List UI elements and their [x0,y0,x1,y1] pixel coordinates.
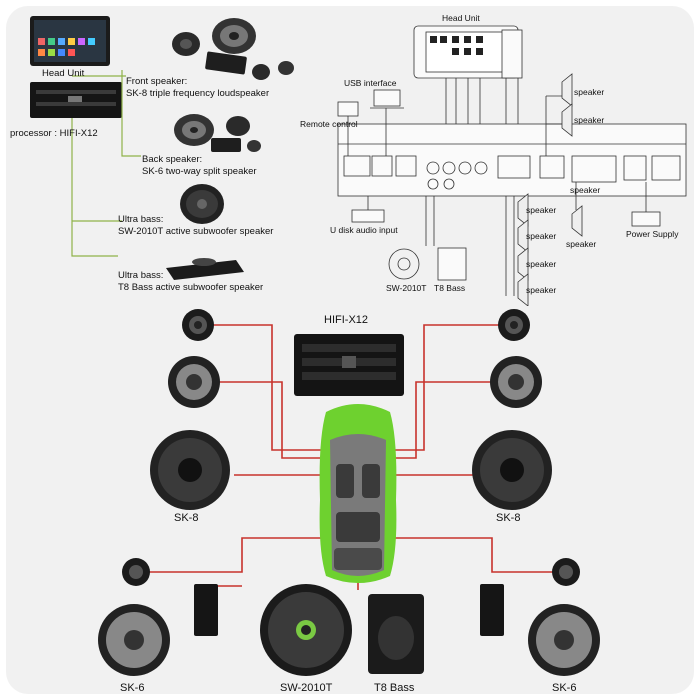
remote-control-label: Remote control [300,119,358,129]
left-rear-tweeter [122,558,150,586]
ultra-bass-2-title: Ultra bass: [118,270,164,281]
right-sk8-woofer [472,430,552,510]
connector-lines [71,70,141,257]
back-speaker-title: Back speaker: [142,154,203,165]
sk8-left-label: SK-8 [174,512,199,524]
t8bass-image [166,258,244,280]
right-crossover [480,584,504,636]
processor-model: HIFI-X12 [59,128,98,139]
speaker-label: speaker [526,205,557,215]
front-speaker-image [172,18,294,80]
right-front-tweeter [498,309,530,341]
overview-graphics [30,16,687,306]
amp-label: HIFI-X12 [324,314,369,326]
car-topview [319,404,397,583]
diagram-card: Head Unit processor : HIFI-X12 Front spe… [6,6,694,694]
left-crossover [194,584,218,636]
right-midrange [490,356,542,408]
sk6-right-label: SK-6 [552,682,577,694]
t8bass-subwoofer [368,594,424,674]
speaker-label: speaker [574,115,605,125]
left-midrange [168,356,220,408]
sw2010t-label: SW-2010T [280,682,333,694]
ultra-bass-1-title: Ultra bass: [118,214,164,225]
wiring-head-unit-label: Head Unit [442,13,480,23]
wiring-schematic [337,25,687,306]
speaker-label: speaker [526,231,557,241]
front-speaker-desc: SK-8 triple frequency loudspeaker [126,88,270,99]
speaker-label: speaker [574,87,605,97]
left-sk8-woofer [150,430,230,510]
sw2010t-subwoofer [260,584,352,676]
head-unit-image [30,16,110,66]
wiring-sw-label: SW-2010T [386,283,427,293]
head-unit-label: Head Unit [42,68,85,79]
t8bass-label: T8 Bass [374,682,415,694]
car-layout-graphics [98,309,600,676]
speaker-label: speaker [570,185,601,195]
usb-interface-label: USB interface [344,78,397,88]
ultra-bass-2-desc: T8 Bass active subwoofer speaker [118,282,264,293]
wiring-t8-label: T8 Bass [434,283,466,293]
sk8-right-label: SK-8 [496,512,521,524]
back-speaker-image [174,114,261,152]
ultra-bass-1-desc: SW-2010T active subwoofer speaker [118,226,274,237]
sw2010t-image [180,184,224,224]
u-disk-label: U disk audio input [330,225,398,235]
hifi-x12-amplifier [294,334,404,396]
sk6-left-label: SK-6 [120,682,145,694]
right-sk6-woofer [528,604,600,676]
left-sk6-woofer [98,604,170,676]
front-speaker-title: Front speaker: [126,76,188,87]
speaker-wires [146,324,554,590]
processor-image [30,82,122,118]
back-speaker-desc: SK-6 two-way split speaker [142,166,257,177]
power-supply-label: Power Supply [626,229,679,239]
speaker-label: speaker [526,285,557,295]
processor-prefix: processor : [10,128,57,139]
speaker-label: speaker [566,239,597,249]
speaker-label: speaker [526,259,557,269]
right-rear-tweeter [552,558,580,586]
processor-label: processor : HIFI-X12 [10,128,98,140]
left-front-tweeter [182,309,214,341]
